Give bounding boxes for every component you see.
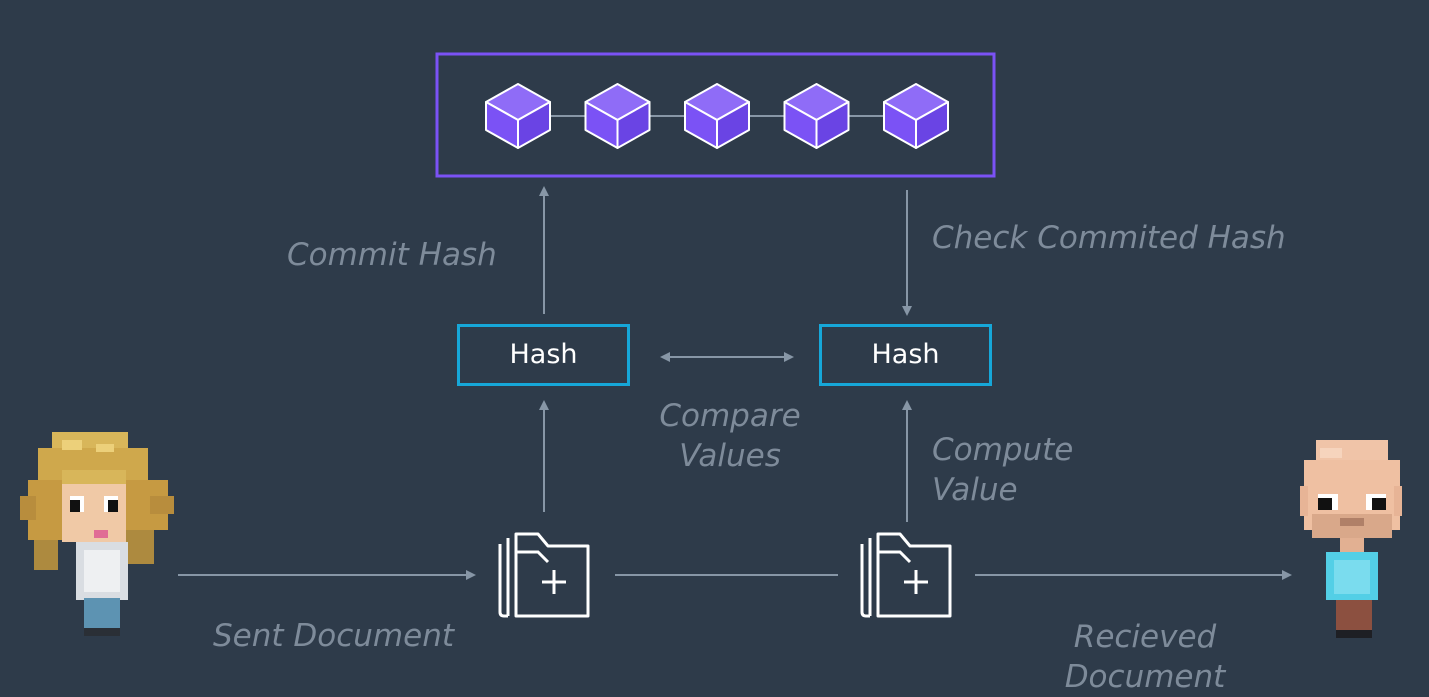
cube-block-icon [485,83,551,149]
cube-block-icon [783,83,850,149]
check-committed-hash-label: Check Commited Hash [932,220,1286,256]
document-folder-add-icon [860,532,952,618]
cube-block-icon [584,83,651,149]
received-document-label: Recieved Document [1050,617,1240,697]
sent-document-label: Sent Document [213,618,455,654]
commit-hash-label: Commit Hash [287,237,497,273]
cube-block-icon [684,83,750,149]
hash-label-right: Hash [871,339,940,370]
blockchain-blocks [485,83,949,149]
hash-label-left: Hash [509,339,578,370]
compare-values-label: Compare Values [650,396,810,476]
blockchain-frame [435,52,996,178]
received-document-line-1: Recieved [1073,619,1217,655]
pixel-woman-avatar-icon [20,432,174,636]
compute-value-line-2: Value [932,472,1018,508]
document-folder-add-icon [498,532,590,618]
cube-block-icon [883,83,949,149]
compute-value-line-1: Compute [932,432,1074,468]
hash-box-right: Hash [819,324,992,386]
compare-values-line-1: Compare [659,398,801,434]
received-document-line-2: Document [1064,659,1226,695]
pixel-bald-man-avatar-icon [1300,440,1402,638]
hash-box-left: Hash [457,324,630,386]
compute-value-label: Compute Value [932,430,1073,510]
compare-values-line-2: Values [679,438,781,474]
